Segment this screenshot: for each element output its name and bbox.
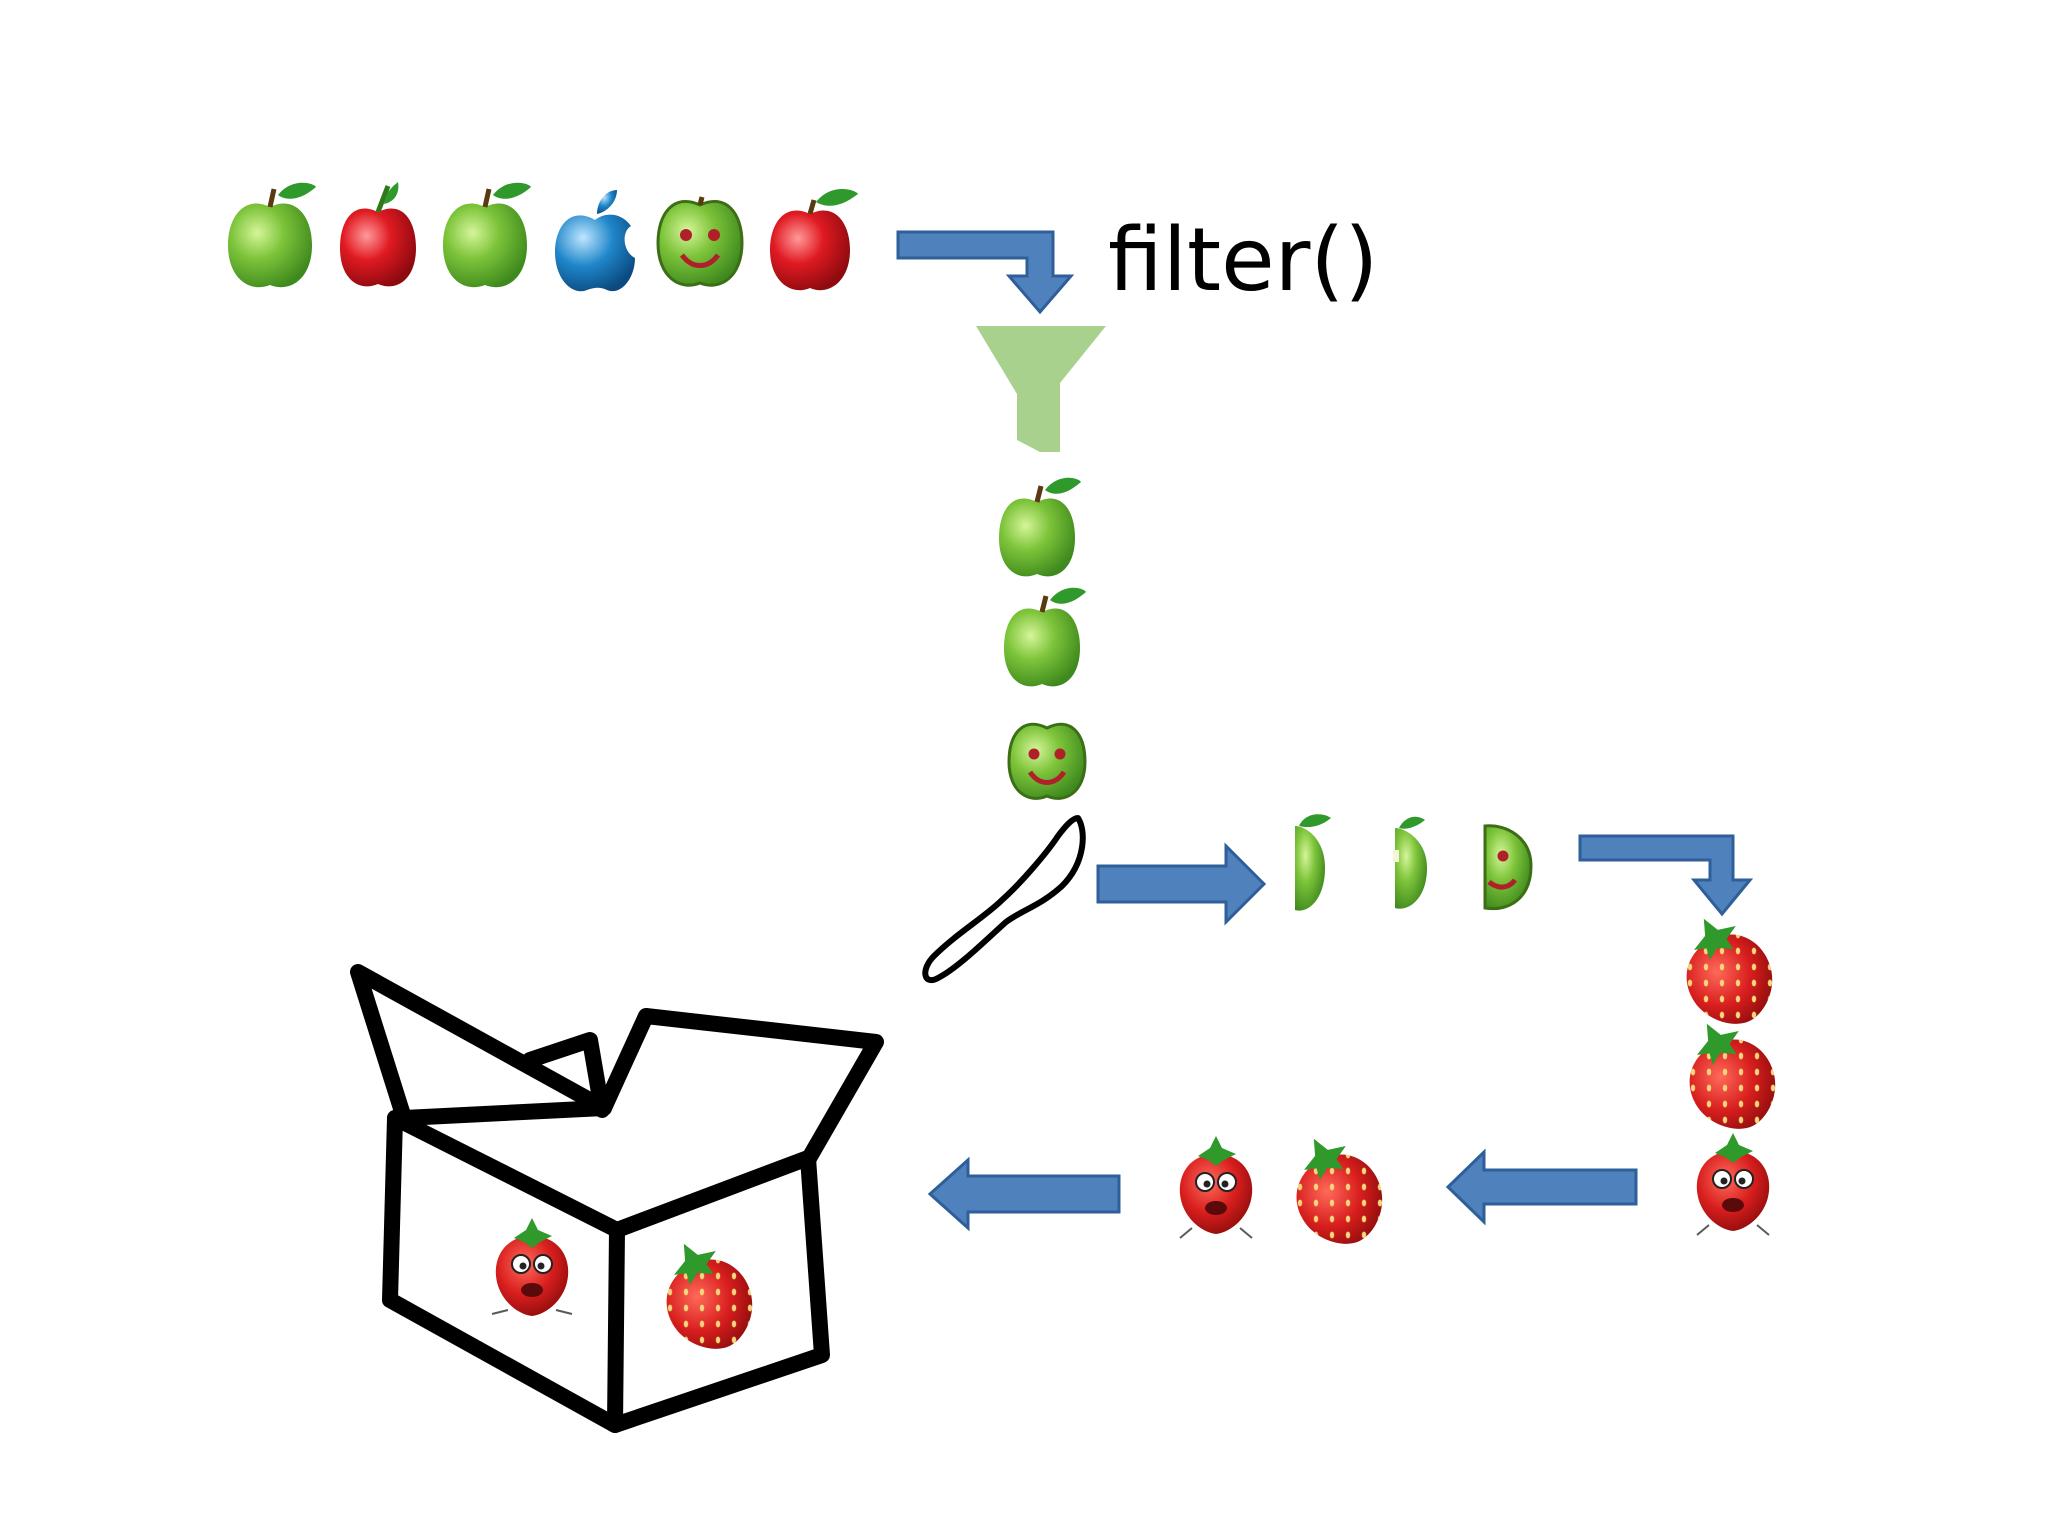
funnel-icon	[976, 326, 1106, 452]
bent-arrow-to-funnel	[896, 230, 1075, 315]
scared-strawberry-icon	[1179, 1136, 1253, 1239]
sliced-apple-row	[1295, 814, 1533, 911]
sliced-smiley-apple-icon	[1483, 824, 1533, 911]
left-arrow-2	[927, 1156, 1121, 1232]
blue-apple-logo-icon	[555, 190, 635, 292]
strawberry-icon	[666, 1243, 753, 1349]
input-apple-row	[228, 182, 858, 292]
scared-strawberry-icon	[491, 1218, 573, 1316]
left-arrow-1	[1445, 1148, 1638, 1226]
strawberry-icon	[1686, 918, 1773, 1024]
strawberry-column	[1686, 918, 1776, 1236]
smiley-apple-icon	[656, 196, 744, 287]
red-apple-icon	[340, 182, 416, 287]
boxed-strawberries	[491, 1218, 753, 1349]
green-apple-icon	[228, 182, 316, 288]
bent-arrow-to-strawberries	[1578, 834, 1754, 917]
red-apple-icon	[770, 189, 858, 291]
sliced-green-apple-icon	[1295, 814, 1331, 911]
strawberry-icon	[1689, 1023, 1776, 1129]
reversed-strawberry-row	[1179, 1136, 1383, 1244]
green-apple-icon	[999, 477, 1081, 577]
green-apple-icon	[1004, 587, 1086, 687]
strawberry-icon	[1296, 1138, 1383, 1244]
scared-strawberry-icon	[1696, 1133, 1770, 1236]
knife-icon	[922, 815, 1086, 983]
green-apple-icon	[443, 182, 531, 288]
sliced-green-apple-icon	[1393, 816, 1427, 909]
filtered-apple-column	[999, 477, 1087, 800]
operation-label: filter()	[1108, 209, 1378, 311]
smiley-apple-icon	[1007, 722, 1087, 800]
arrow-to-sliced	[1096, 842, 1267, 926]
box-icon	[350, 964, 884, 1433]
